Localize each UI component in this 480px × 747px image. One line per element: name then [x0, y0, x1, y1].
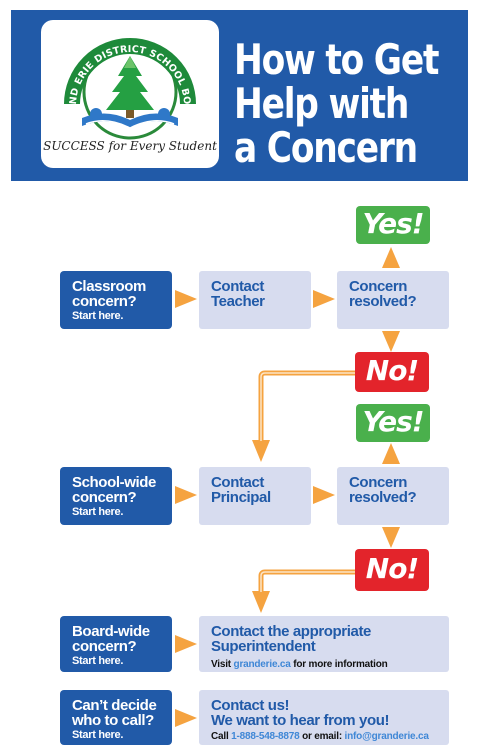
- yes-badge-2: Yes!: [356, 404, 430, 442]
- step-line-2: resolved?: [349, 293, 417, 310]
- start-question-line-1: Can’t decide: [72, 697, 157, 714]
- start-question-line-1: Classroom: [72, 278, 146, 295]
- step-line-2: Principal: [211, 489, 271, 506]
- yes-badge-1: Yes!: [356, 206, 430, 244]
- arrow-row2-up-to-yes: [382, 443, 400, 464]
- connector-no2-to-superintendent: [258, 569, 358, 595]
- start-box-cant-decide: Can’t decide who to call? Start here.: [60, 690, 172, 745]
- superintendent-info: Visit granderie.ca for more information: [211, 659, 449, 670]
- step-line-1: Contact us!: [211, 697, 290, 714]
- contact-info: Call 1-888-548-8878 or email: info@grand…: [211, 731, 449, 742]
- step-line-2: Teacher: [211, 293, 265, 310]
- start-question-line-2: concern?: [72, 638, 137, 655]
- no-badge-1: No!: [355, 352, 429, 392]
- start-question-line-1: School-wide: [72, 474, 156, 491]
- step-concern-resolved-2: Concern resolved?: [337, 467, 449, 525]
- start-here-label: Start here.: [72, 729, 124, 741]
- step-line-2: Superintendent: [211, 638, 316, 655]
- start-here-label: Start here.: [72, 655, 124, 667]
- step-line-2: resolved?: [349, 489, 417, 506]
- school-board-logo: GRAND ERIE DISTRICT SCHOOL BOARD SUCCESS…: [41, 20, 219, 168]
- start-here-label: Start here.: [72, 506, 124, 518]
- connector-no1-to-principal: [258, 370, 358, 444]
- arrow-row1-start-to-contact: [175, 290, 197, 308]
- arrow-into-contact-principal: [252, 440, 270, 462]
- phone-link[interactable]: 1-888-548-8878: [231, 731, 300, 742]
- logo-tree-emblem: GRAND ERIE DISTRICT SCHOOL BOARD: [56, 26, 196, 140]
- info-prefix: Call: [211, 731, 232, 742]
- arrow-row1-up-to-yes: [382, 247, 400, 268]
- start-box-classroom: Classroom concern? Start here.: [60, 271, 172, 329]
- step-contact-superintendent: Contact the appropriate Superintendent V…: [199, 616, 449, 672]
- title-line-1: How to Get: [234, 35, 439, 84]
- step-line-1: Concern: [349, 474, 408, 491]
- start-here-label: Start here.: [72, 310, 124, 322]
- info-prefix: Visit: [211, 659, 234, 670]
- step-contact-teacher: Contact Teacher: [199, 271, 311, 329]
- arrow-row1-down-to-no: [382, 331, 400, 352]
- start-question-line-2: concern?: [72, 293, 137, 310]
- step-line-1: Contact: [211, 278, 265, 295]
- step-contact-us: Contact us! We want to hear from you! Ca…: [199, 690, 449, 745]
- title-line-2: Help with: [234, 79, 409, 128]
- step-line-1: Contact the appropriate: [211, 623, 371, 640]
- step-line-1: Concern: [349, 278, 408, 295]
- start-question-line-1: Board-wide: [72, 623, 150, 640]
- page-title: How to Get Help with a Concern: [234, 38, 464, 170]
- title-line-3: a Concern: [234, 123, 418, 172]
- website-link[interactable]: granderie.ca: [233, 659, 291, 670]
- step-line-2: We want to hear from you!: [211, 712, 390, 729]
- arrow-into-superintendent: [252, 591, 270, 613]
- arrow-row3-start-to-contact: [175, 635, 197, 653]
- no-badge-2: No!: [355, 549, 429, 591]
- header-banner: GRAND ERIE DISTRICT SCHOOL BOARD SUCCESS…: [11, 10, 468, 181]
- arrow-row4-start-to-contact: [175, 709, 197, 727]
- email-link[interactable]: info@granderie.ca: [344, 731, 429, 742]
- arrow-row1-contact-to-resolved: [313, 290, 335, 308]
- arrow-row2-down-to-no: [382, 527, 400, 548]
- start-question-line-2: who to call?: [72, 712, 154, 729]
- arrow-row2-start-to-contact: [175, 486, 197, 504]
- arrow-row2-contact-to-resolved: [313, 486, 335, 504]
- step-contact-principal: Contact Principal: [199, 467, 311, 525]
- start-box-board-wide: Board-wide concern? Start here.: [60, 616, 172, 672]
- step-concern-resolved-1: Concern resolved?: [337, 271, 449, 329]
- step-line-1: Contact: [211, 474, 265, 491]
- start-box-school-wide: School-wide concern? Start here.: [60, 467, 172, 525]
- info-middle: or email:: [299, 731, 345, 742]
- logo-tagline: SUCCESS for Every Student: [43, 139, 217, 153]
- start-question-line-2: concern?: [72, 489, 137, 506]
- info-suffix: for more information: [290, 659, 388, 670]
